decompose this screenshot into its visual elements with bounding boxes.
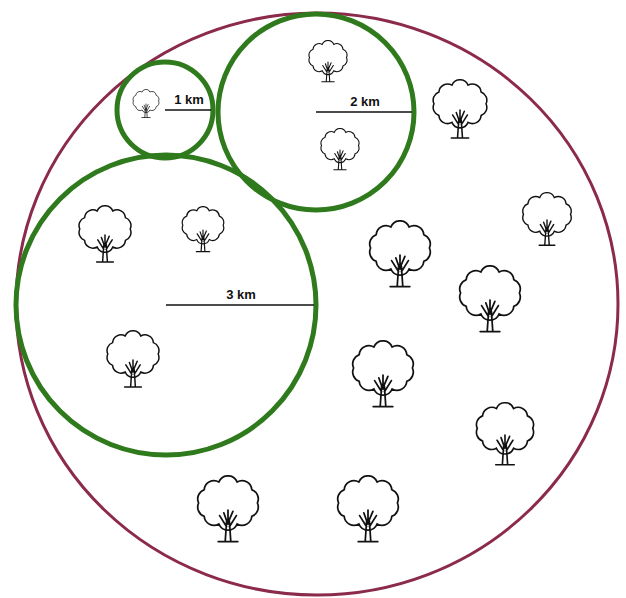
radius-line <box>316 111 412 113</box>
radius-label: 2 km <box>350 95 380 108</box>
circle-outline <box>214 10 418 214</box>
radius-label: 1 km <box>174 93 204 106</box>
radius-line <box>166 304 314 306</box>
circle-outline <box>12 151 320 459</box>
circle-outline <box>113 58 217 162</box>
radius-line <box>165 109 211 111</box>
trees <box>79 41 571 542</box>
forest-boundary <box>16 13 618 595</box>
range-circle: 1 km <box>113 58 217 162</box>
radius-label: 3 km <box>226 288 256 301</box>
range-circle: 3 km <box>12 151 320 459</box>
range-circle: 2 km <box>214 10 418 214</box>
